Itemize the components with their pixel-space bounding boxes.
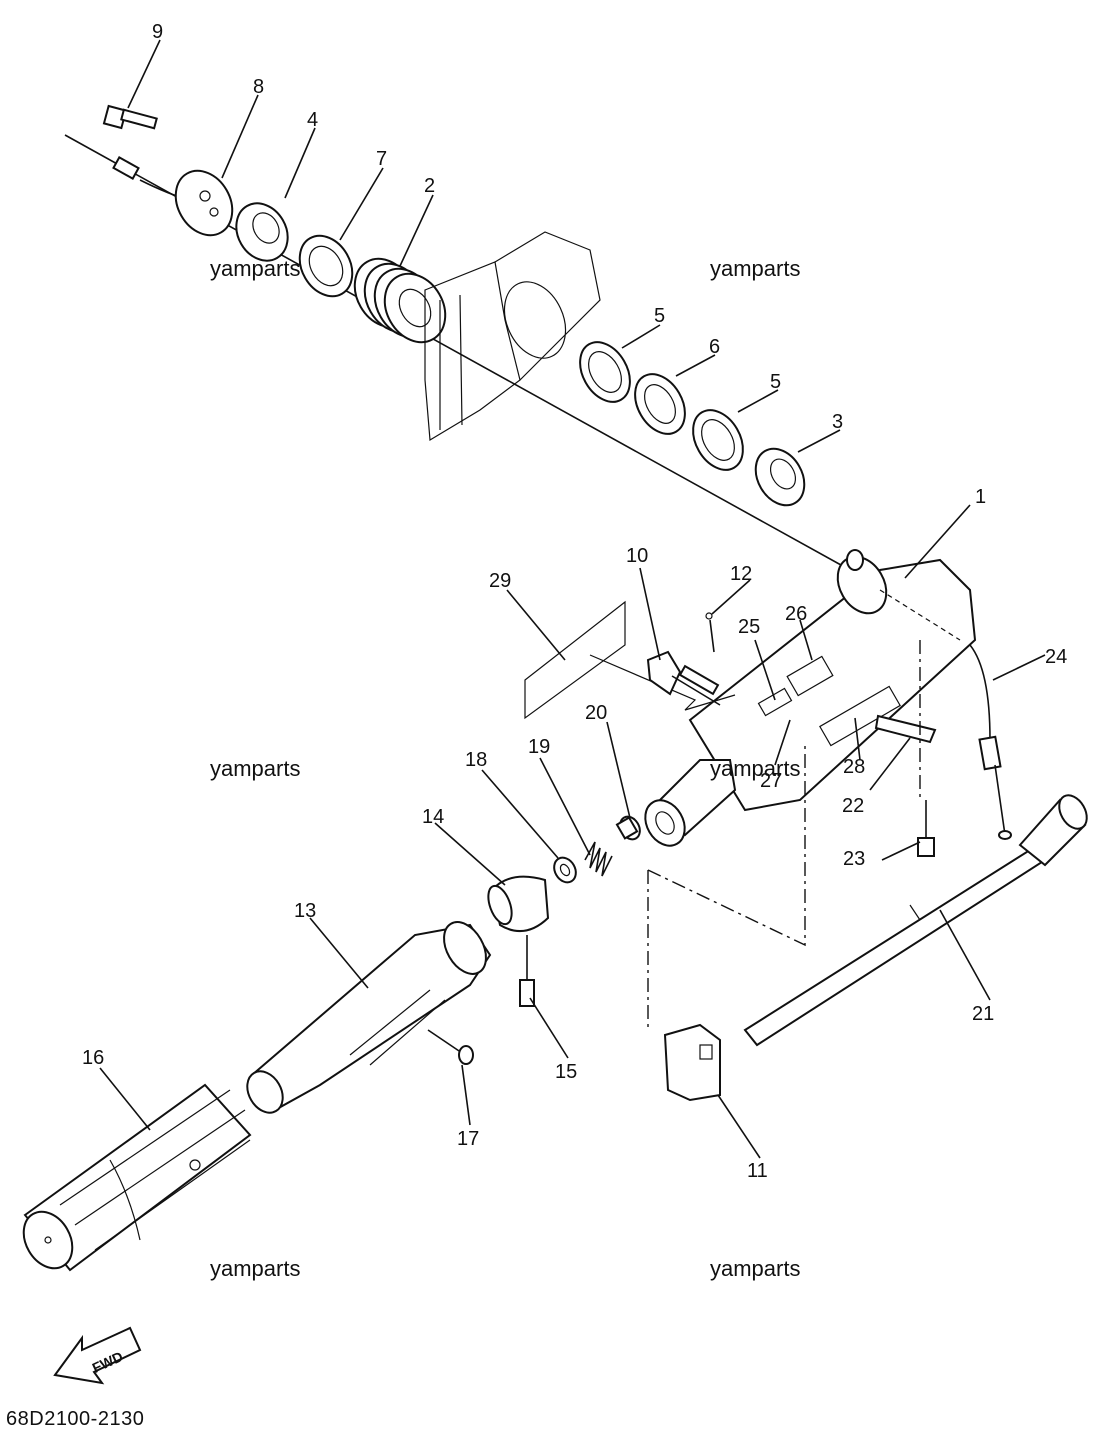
label-leader (589, 654, 736, 711)
steering-bracket-ghost (424, 231, 601, 442)
callout-16: 16 (82, 1047, 104, 1069)
fwd-arrow-icon: FWD (53, 1326, 142, 1385)
part-4-bushing (235, 202, 289, 262)
callout-18: 18 (465, 749, 487, 771)
part-8-plate (174, 169, 234, 237)
watermark: yamparts (710, 256, 801, 281)
callout-5-second: 5 (770, 371, 781, 393)
callout-10: 10 (626, 545, 648, 567)
callout-27: 27 (760, 770, 782, 792)
callout-6: 6 (709, 336, 720, 358)
watermark: yamparts (710, 1256, 801, 1281)
callout-1: 1 (975, 486, 986, 508)
callout-12: 12 (730, 563, 752, 585)
part-12-pin (705, 612, 715, 653)
part-16-grip (22, 1083, 252, 1272)
watermark: yamparts (710, 756, 801, 781)
callout-3: 3 (832, 411, 843, 433)
callout-20: 20 (585, 702, 607, 724)
part-7-washer (298, 234, 354, 298)
part-22-plate (874, 714, 937, 744)
callout-25: 25 (738, 616, 760, 638)
part-9-bolt (102, 104, 158, 130)
callout-28: 28 (843, 756, 865, 778)
part-19-spring (584, 841, 613, 877)
cable-end (112, 156, 140, 180)
part-1-steering-handle (644, 549, 977, 847)
part-5-washer (579, 341, 631, 403)
watermark: yamparts (210, 1256, 301, 1281)
callout-19: 19 (528, 736, 550, 758)
watermark: yamparts (210, 256, 301, 281)
callout-22: 22 (842, 795, 864, 817)
callout-4: 4 (307, 109, 318, 131)
part-15-screw (519, 935, 535, 1007)
part-20-bushing (615, 815, 641, 841)
part-11-clip (663, 1023, 721, 1102)
callout-21: 21 (972, 1003, 994, 1025)
callout-2: 2 (424, 175, 435, 197)
part-23-screw (917, 800, 935, 857)
part-18-washer (553, 856, 577, 884)
part-5-washer-second (692, 409, 744, 471)
part-21-throttle-rod (743, 794, 1088, 1047)
callout-8: 8 (253, 76, 264, 98)
callout-26: 26 (785, 603, 807, 625)
callout-13: 13 (294, 900, 316, 922)
part-2-friction-spring (353, 257, 447, 344)
part-29-label (524, 600, 626, 720)
callout-14: 14 (422, 806, 444, 828)
callout-5: 5 (654, 305, 665, 327)
watermark: yamparts (210, 756, 301, 781)
leader-lines (99, 39, 1046, 1159)
callout-29: 29 (489, 570, 511, 592)
part-13-throttle-shaft (246, 921, 492, 1114)
callout-23: 23 (843, 848, 865, 870)
callout-24: 24 (1045, 646, 1067, 668)
callout-11: 11 (747, 1160, 768, 1182)
callout-7: 7 (376, 148, 387, 170)
part-14-collar (487, 875, 550, 933)
part-3-bushing (754, 447, 806, 507)
assembly-line (647, 745, 806, 947)
part-6-wave-washer (634, 373, 686, 435)
callout-9: 9 (152, 21, 163, 43)
callout-17: 17 (457, 1128, 479, 1150)
part-17-screw (427, 1029, 474, 1065)
callout-15: 15 (555, 1061, 577, 1083)
part-24-stop-switch-lead (969, 644, 991, 741)
drawing-code: 68D2100-2130 (6, 1408, 145, 1430)
part-10-wing-knob (646, 650, 721, 706)
callout-numbers: 1 2 3 4 5 5 6 7 8 9 10 11 12 13 14 15 16… (82, 21, 1067, 1182)
